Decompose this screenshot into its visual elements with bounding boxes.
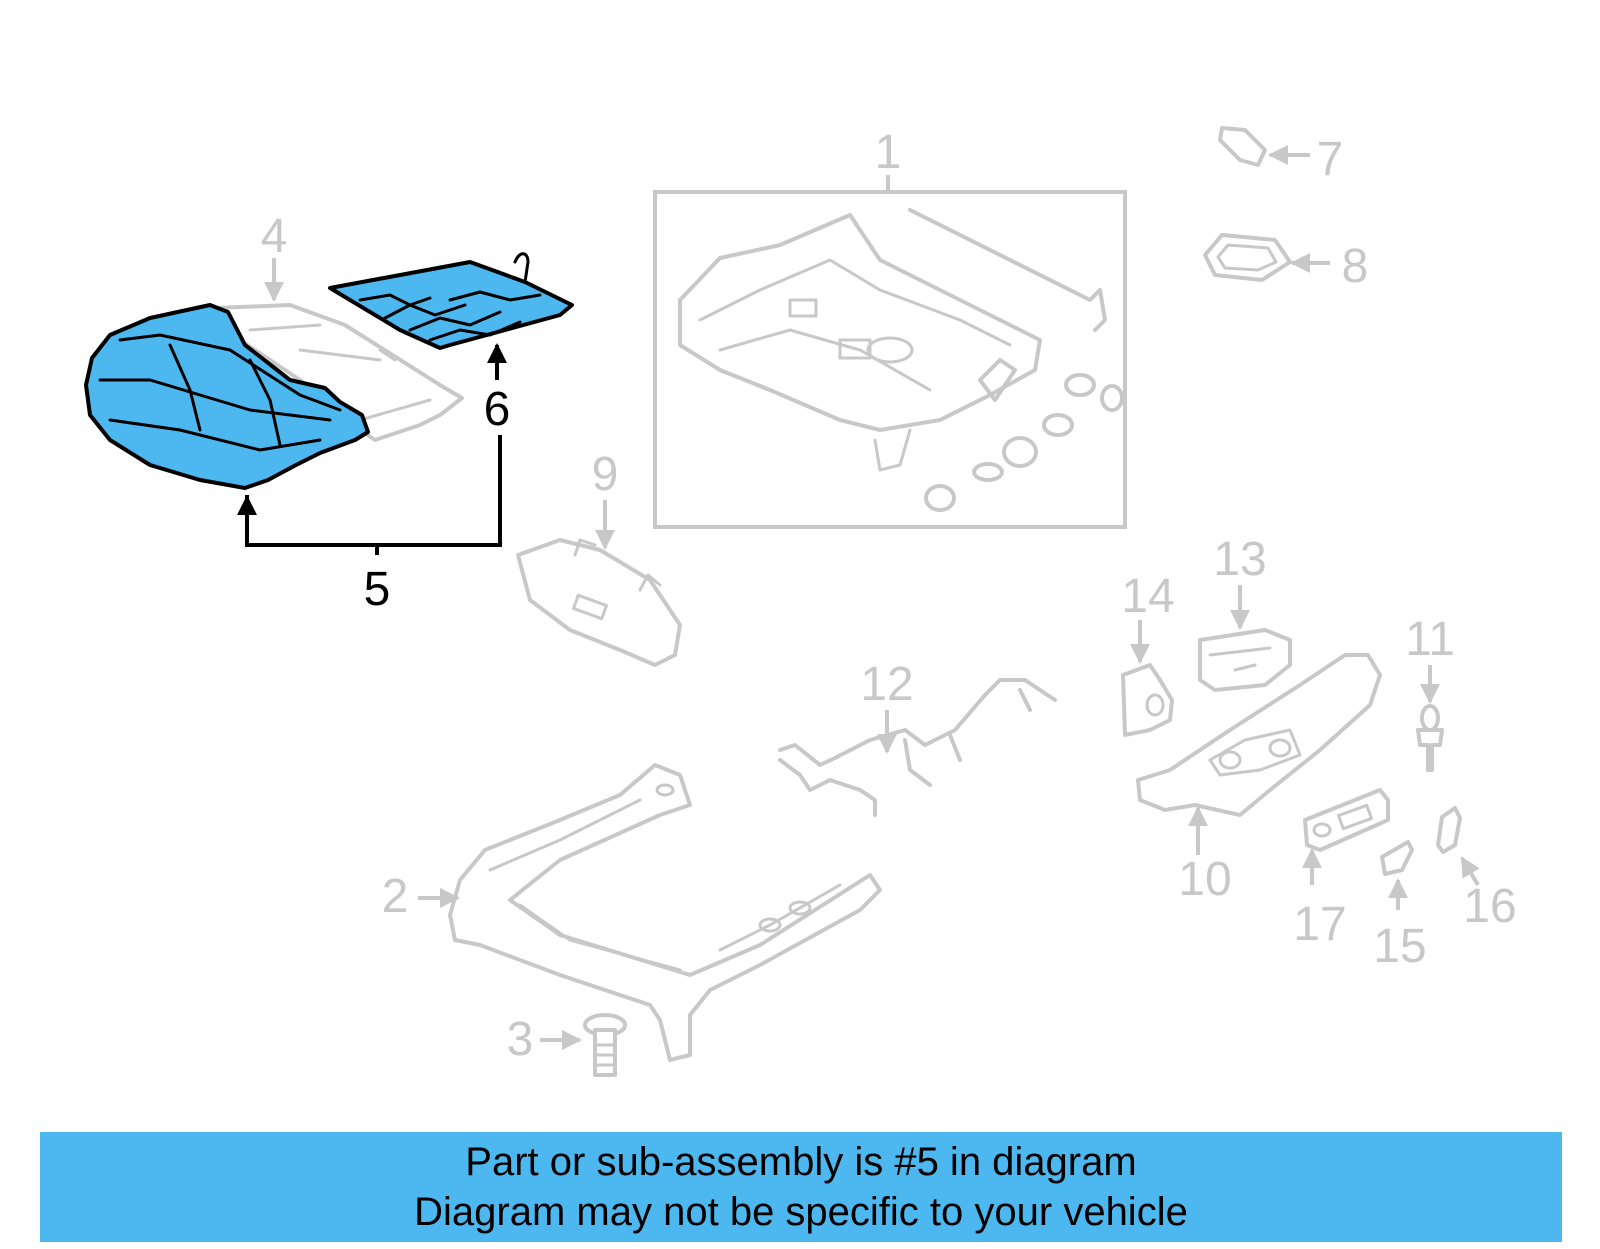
callout-5: 5 (364, 563, 391, 616)
part-16-knob (1436, 806, 1462, 854)
part-5-cushion-cover (84, 303, 370, 490)
part-14-bracket (1121, 663, 1174, 737)
part-15-knob (1380, 840, 1414, 876)
callout-12: 12 (860, 658, 913, 711)
callout-17: 17 (1293, 898, 1346, 951)
callout-11: 11 (1405, 613, 1455, 666)
part-1-fasteners (924, 373, 1124, 512)
callout-10: 10 (1178, 853, 1231, 906)
callout-6: 6 (484, 383, 511, 436)
callout-13: 13 (1213, 533, 1266, 586)
callout-3: 3 (507, 1013, 534, 1066)
part-4-cushion-pad (213, 303, 464, 442)
part-2-seat-track (448, 763, 882, 1062)
info-banner: Part or sub-assembly is #5 in diagram Di… (40, 1132, 1562, 1242)
banner-line-2: Diagram may not be specific to your vehi… (414, 1190, 1188, 1234)
callout-16: 16 (1463, 880, 1516, 933)
callout-1: 1 (875, 126, 902, 179)
callout-4: 4 (261, 210, 288, 263)
part-3-bolt (583, 1013, 627, 1077)
parts-diagram: 4 6 5 1 (84, 126, 1517, 1077)
part-12-wire-harness (778, 678, 1057, 817)
part-1-seat-frame (678, 208, 1107, 472)
part-7-clip (1218, 126, 1267, 167)
part-10-side-shield (1136, 653, 1382, 817)
banner-line-1: Part or sub-assembly is #5 in diagram (465, 1140, 1137, 1184)
part-11-clip (1416, 704, 1444, 772)
part-8-pad (1203, 233, 1292, 282)
part-17-switch-bezel (1303, 788, 1390, 852)
callout-2: 2 (382, 870, 409, 923)
callout-8: 8 (1342, 240, 1369, 293)
leader-16 (1460, 856, 1480, 887)
callout-15: 15 (1373, 920, 1426, 973)
callout-14: 14 (1121, 570, 1174, 623)
callout-7: 7 (1317, 133, 1344, 186)
part-9-cover (516, 538, 682, 667)
part-6-heater-element (328, 252, 574, 350)
callout-9: 9 (592, 448, 619, 501)
part-13-switch (1198, 628, 1292, 692)
